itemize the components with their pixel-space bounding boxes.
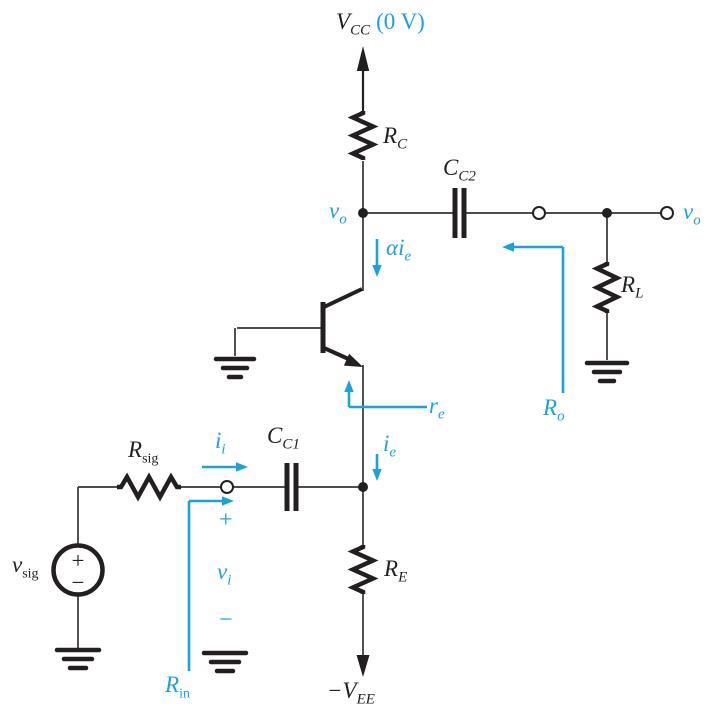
bjt-transistor bbox=[320, 287, 363, 367]
label-vcc: VCC(0 V) bbox=[336, 9, 425, 39]
ii-current-arrow bbox=[202, 462, 248, 472]
vcc-arrow bbox=[356, 46, 370, 112]
label-vi: vi bbox=[217, 559, 232, 589]
vsig-source: + − bbox=[51, 543, 105, 597]
alpha-ie-current-arrow bbox=[372, 239, 382, 277]
label-ie: ie bbox=[383, 431, 397, 461]
label-ii: ii bbox=[215, 428, 226, 458]
rsig-resistor bbox=[117, 472, 181, 502]
label-rc: RC bbox=[383, 123, 408, 153]
label-vsig: vsig bbox=[12, 552, 39, 582]
ground-base bbox=[213, 356, 257, 380]
ie-current-arrow bbox=[372, 454, 382, 481]
label-vo-output: vo bbox=[683, 199, 701, 229]
cc2-capacitor bbox=[452, 188, 467, 238]
wires bbox=[77, 161, 661, 659]
re-pointer-arrow bbox=[344, 380, 427, 409]
ground-rl bbox=[584, 360, 630, 384]
label-cc2: CC2 bbox=[443, 155, 476, 185]
re-resistor bbox=[347, 544, 379, 595]
node-dot-rl bbox=[602, 208, 612, 218]
label-ro: Ro bbox=[543, 395, 565, 425]
label-cc1: CC1 bbox=[267, 423, 300, 453]
label-rsig: Rsig bbox=[128, 437, 159, 467]
vee-arrowhead bbox=[356, 655, 370, 677]
label-rl: RL bbox=[621, 272, 644, 302]
source-minus-sign: − bbox=[72, 570, 85, 595]
rl-resistor bbox=[591, 261, 623, 314]
ground-vi-reference bbox=[201, 650, 249, 674]
ground-source bbox=[54, 647, 102, 671]
bjt-emitter-arrowhead bbox=[343, 353, 363, 367]
label-vi-minus: − bbox=[219, 607, 233, 633]
label-re: re bbox=[429, 393, 445, 423]
label-vcc-voltage: (0 V) bbox=[376, 9, 425, 34]
label-rin: Rin bbox=[165, 672, 190, 702]
terminal-output-right bbox=[660, 206, 674, 220]
cc1-capacitor bbox=[284, 463, 299, 511]
terminal-input bbox=[220, 480, 234, 494]
label-alpha-ie: αie bbox=[386, 235, 412, 265]
bjt-collector bbox=[323, 287, 363, 309]
label-vi-plus: + bbox=[219, 507, 233, 533]
source-plus-sign: + bbox=[72, 548, 85, 573]
rc-resistor bbox=[347, 110, 379, 161]
terminal-output-left bbox=[532, 206, 546, 220]
label-vee: −VEE bbox=[327, 678, 375, 708]
label-vo-node: vo bbox=[329, 198, 347, 228]
ro-pointer-arrow bbox=[502, 242, 565, 393]
rin-pointer-arrow bbox=[187, 496, 234, 671]
node-dot-vo bbox=[358, 208, 368, 218]
label-re-resistor: RE bbox=[384, 556, 408, 586]
node-dot-emitter bbox=[358, 482, 368, 492]
